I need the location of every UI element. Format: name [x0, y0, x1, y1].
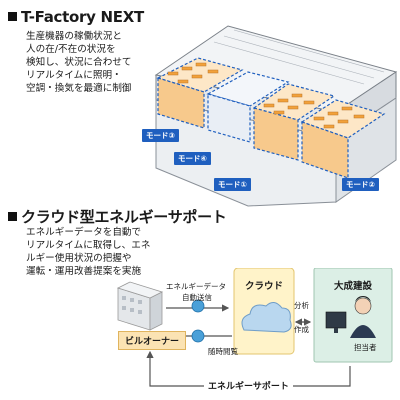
create-label: 作成 — [294, 325, 309, 334]
mode-4-tag: モード④ — [174, 152, 211, 165]
building-owner-building-icon — [116, 281, 164, 331]
globe-icon-view — [191, 329, 205, 343]
desc-line: エネルギーデータを自動で — [26, 227, 142, 238]
desc-line: ルギー使用状況の把握や — [26, 253, 132, 264]
cloud-icon — [241, 302, 292, 333]
energy-support-label: エネルギーサポート — [204, 379, 293, 392]
desc-line: 空調・換気を最適に制御 — [26, 83, 132, 94]
section1-title-text: T-Factory NEXT — [21, 8, 144, 26]
section2-title: クラウド型エネルギーサポート — [8, 206, 227, 227]
factory-illustration — [154, 25, 398, 207]
desc-line: リアルタイムに取得し、エネ — [26, 240, 151, 251]
desc-line: 運転・運用改善提案を実施 — [26, 266, 142, 277]
mode-1-tag: モード① — [214, 178, 251, 191]
section1-description: 生産機器の稼働状況と 人の在/不在の状況を 検知し、状況に合わせて リアルタイム… — [26, 30, 132, 95]
square-bullet-icon — [8, 12, 17, 21]
analysis-label: 分析 — [294, 301, 309, 310]
section2-title-text: クラウド型エネルギーサポート — [21, 208, 227, 226]
section2-description: エネルギーデータを自動で リアルタイムに取得し、エネ ルギー使用状況の把握や 運… — [26, 226, 150, 278]
inquiry-label: 随時閲覧 — [208, 347, 238, 356]
desc-line: リアルタイムに照明・ — [26, 70, 122, 81]
cloud-label: クラウド — [244, 281, 283, 292]
auto-send-label: 自動送信 — [182, 293, 212, 302]
desc-line: 検知し、状況に合わせて — [26, 57, 132, 68]
mode-2-tag: モード② — [342, 178, 379, 191]
section1-title: T-Factory NEXT — [8, 8, 144, 26]
energy-data-label: エネルギーデータ — [166, 282, 226, 291]
building-owner-label: ビルオーナー — [118, 331, 187, 350]
company-label: 大成建設 — [333, 281, 372, 292]
globe-icon-send — [191, 299, 205, 313]
staff-label: 担当者 — [354, 343, 377, 352]
desc-line: 生産機器の稼働状況と — [26, 31, 122, 42]
desc-line: 人の在/不在の状況を — [26, 44, 116, 55]
mode-3-tag: モード③ — [142, 129, 179, 142]
flow-diagram — [116, 268, 393, 387]
square-bullet-icon — [8, 212, 17, 221]
